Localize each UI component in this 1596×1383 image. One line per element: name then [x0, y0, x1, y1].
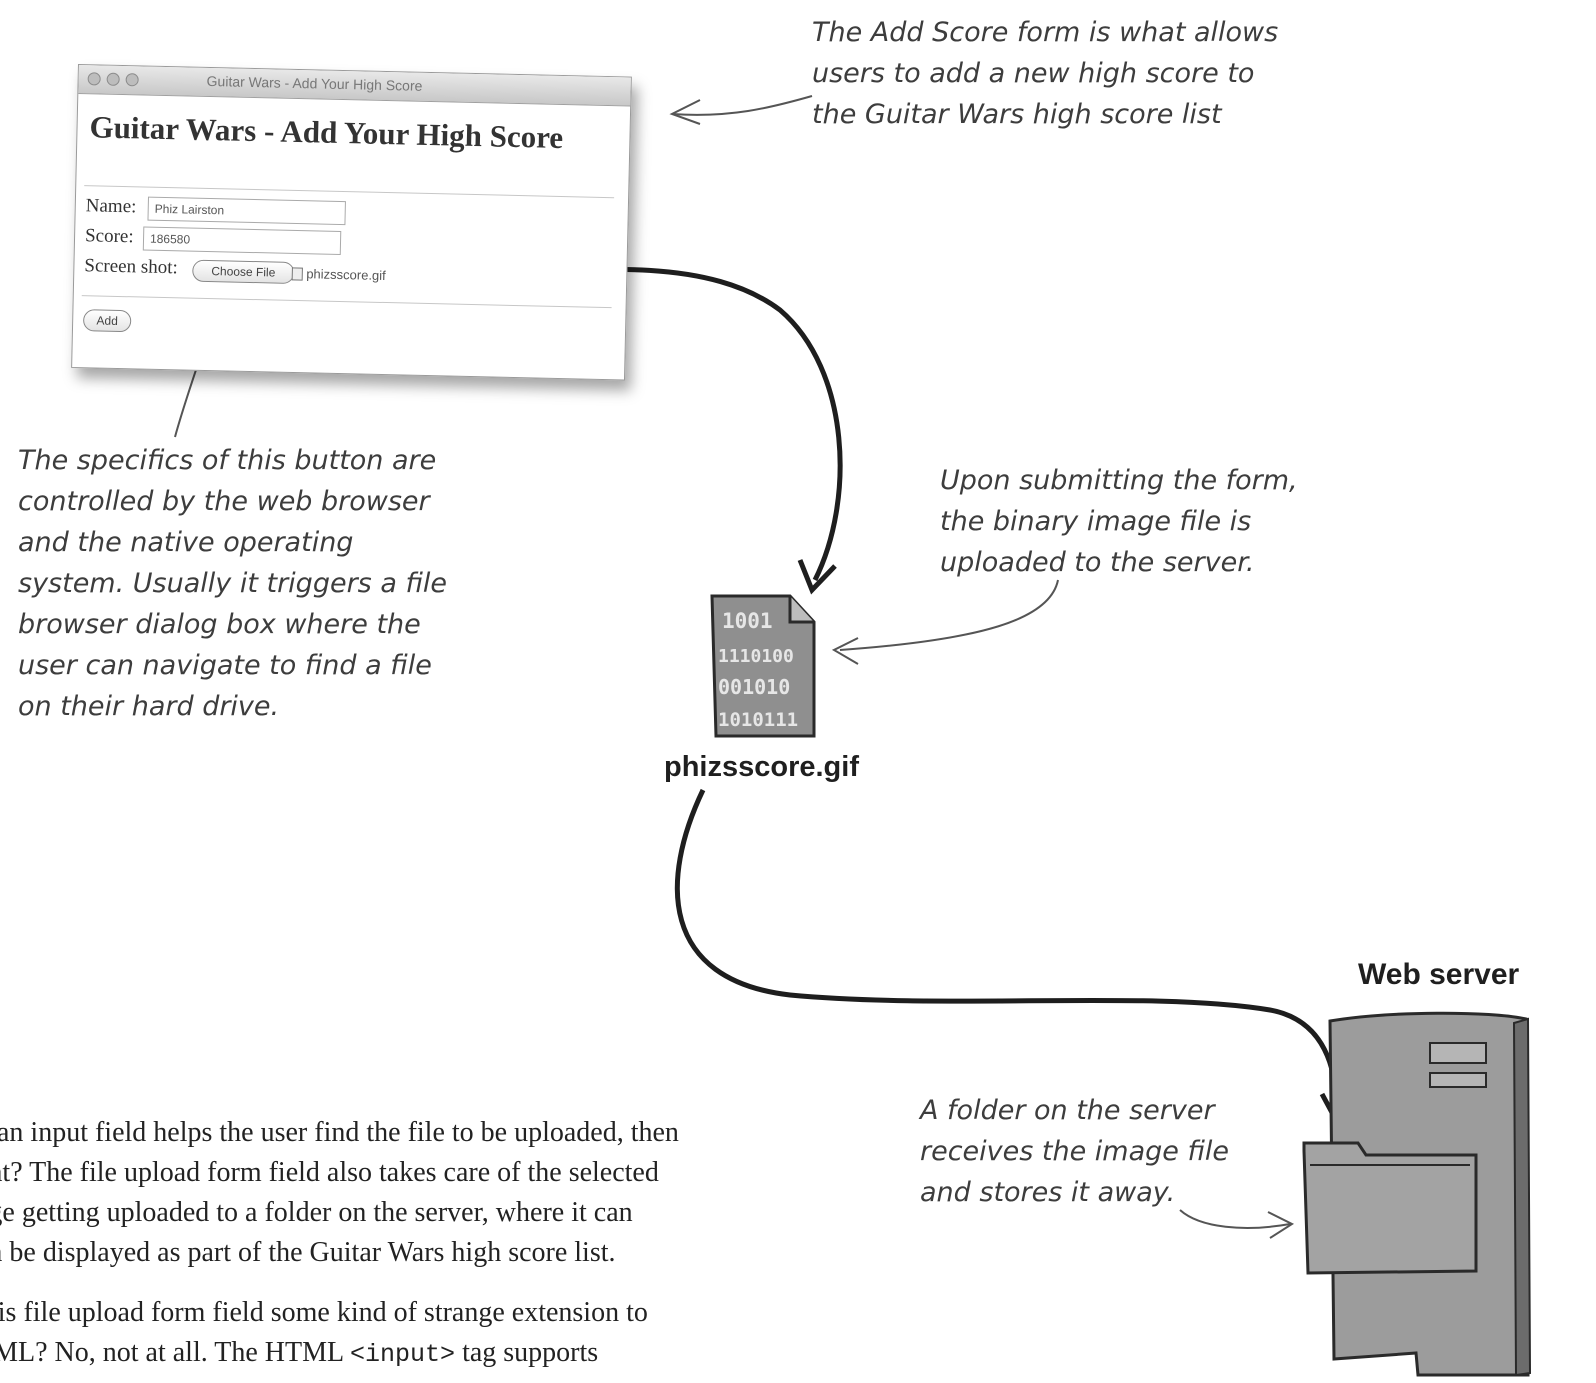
note-arrow-form-head — [669, 99, 701, 125]
note-line: Upon submitting the form, — [940, 465, 1298, 496]
note-line: browser dialog box where the — [18, 609, 421, 640]
file-page-shape — [710, 594, 816, 738]
body-line: age getting uploaded to a folder on the … — [0, 1197, 633, 1228]
flow-arrow-to-server — [674, 788, 1339, 1116]
note-line: controlled by the web browser — [18, 486, 430, 517]
web-server-icon — [1302, 1011, 1532, 1377]
note-line: and stores it away. — [920, 1177, 1176, 1208]
binary-line: 1010111 — [718, 709, 798, 731]
server-slot — [1429, 1042, 1487, 1064]
note-folder: A folder on the server receives the imag… — [920, 1090, 1229, 1213]
page-heading: Guitar Wars - Add Your High Score — [89, 109, 564, 156]
server-label: Web server — [1358, 958, 1520, 991]
screenshot-label: Screen shot: — [84, 255, 179, 279]
name-input[interactable]: Phiz Lairston — [147, 196, 346, 226]
folder-shape — [1302, 1141, 1478, 1275]
note-line: users to add a new high score to — [812, 58, 1255, 89]
note-line: uploaded to the server. — [940, 547, 1255, 578]
selected-file-name: phizsscore.gif — [306, 266, 386, 284]
name-label: Name: — [85, 195, 137, 218]
flow-arrow-to-file-head — [797, 559, 837, 595]
note-arrow-upload — [839, 579, 1059, 651]
add-button[interactable]: Add — [82, 309, 132, 333]
body-line: hat? The file upload form field also tak… — [0, 1157, 659, 1188]
file-label: phizsscore.gif — [664, 751, 859, 783]
body-text-segment: tag supports — [455, 1337, 599, 1368]
note-line: the binary image file is — [940, 506, 1252, 537]
server-slot — [1429, 1072, 1487, 1088]
note-add-score-form: The Add Score form is what allows users … — [812, 12, 1278, 135]
note-button-specifics: The specifics of this button are control… — [18, 440, 447, 727]
note-line: The Add Score form is what allows — [812, 17, 1279, 48]
file-icon — [291, 267, 303, 281]
close-window-icon[interactable] — [87, 72, 101, 86]
score-label: Score: — [84, 225, 134, 248]
body-line: TML? No, not at all. The HTML <input> ta… — [0, 1333, 679, 1375]
note-line: the Guitar Wars high score list — [812, 99, 1222, 130]
body-line: this file upload form field some kind of… — [0, 1297, 648, 1328]
file-fold-shape — [788, 596, 814, 624]
note-line: receives the image file — [920, 1136, 1230, 1167]
score-input[interactable]: 186580 — [142, 226, 342, 256]
zoom-window-icon[interactable] — [125, 73, 139, 87]
window-title: Guitar Wars - Add Your High Score — [206, 72, 423, 94]
body-text: o an input field helps the user find the… — [0, 1113, 679, 1375]
add-score-window: Guitar Wars - Add Your High Score Guitar… — [71, 64, 632, 381]
note-line: user can navigate to find a file — [18, 650, 432, 681]
choose-file-button[interactable]: Choose File — [192, 259, 295, 284]
note-arrow-upload-head — [831, 637, 859, 665]
binary-line: 001010 — [718, 675, 790, 699]
bottom-divider — [81, 295, 612, 309]
server-tower-side — [1512, 1017, 1532, 1377]
note-arrow-folder-head — [1267, 1211, 1295, 1239]
binary-line: 1001 — [722, 609, 773, 633]
minimize-window-icon[interactable] — [106, 72, 120, 86]
note-line: system. Usually it triggers a file — [18, 568, 448, 599]
input-tag-code: <input> — [350, 1340, 456, 1369]
note-line: on their hard drive. — [18, 691, 280, 722]
note-line: and the native operating — [18, 527, 354, 558]
note-upload: Upon submitting the form, the binary ima… — [940, 460, 1298, 583]
note-line: The specifics of this button are — [18, 445, 437, 476]
note-line: A folder on the server — [920, 1095, 1215, 1126]
note-arrow-folder — [1179, 1209, 1291, 1229]
body-line: o an input field helps the user find the… — [0, 1117, 679, 1148]
note-arrow-form — [671, 95, 813, 116]
body-line: en be displayed as part of the Guitar Wa… — [0, 1237, 616, 1268]
body-text-segment: TML? No, not at all. The HTML — [0, 1337, 351, 1368]
binary-file-icon: 1001 1110100 001010 1010111 — [710, 594, 816, 738]
binary-line: 1110100 — [718, 646, 794, 667]
